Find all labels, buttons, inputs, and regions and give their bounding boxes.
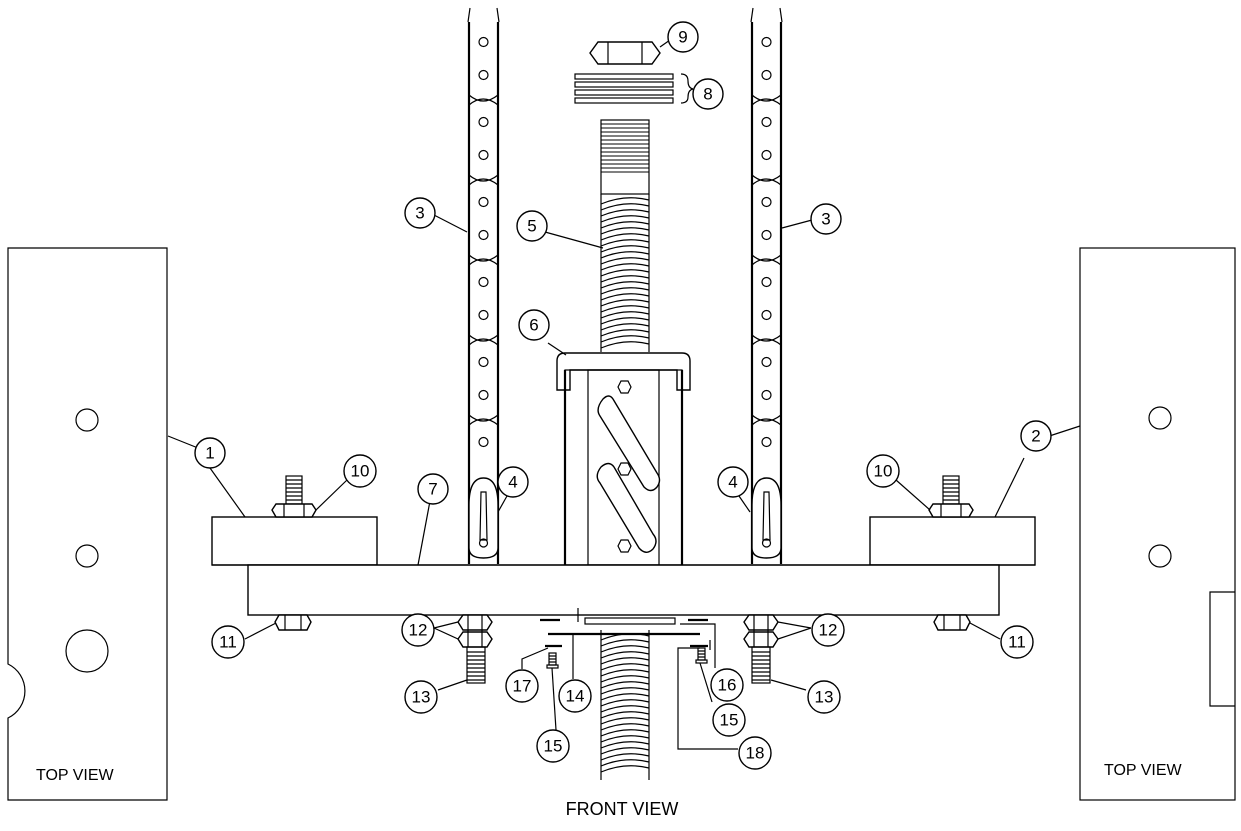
svg-text:12: 12 [409,621,428,640]
svg-text:10: 10 [351,462,370,481]
callout-3-right: 3 [810,203,842,235]
bearing-block-left [211,516,378,566]
screw-small-right [695,647,708,664]
svg-text:13: 13 [412,688,431,707]
callout-6: 6 [518,309,550,341]
bottom-nut-right [933,614,971,631]
svg-text:4: 4 [508,473,517,492]
bolt-left [466,646,486,684]
callout-1: 1 [194,437,226,469]
double-nut-left [457,614,493,648]
top-bolt-left [271,475,317,518]
washer-stack [574,73,694,104]
chain-right [750,7,783,564]
svg-text:9: 9 [678,28,687,47]
callout-12-right: 12 [811,613,845,647]
svg-text:8: 8 [703,85,712,104]
callout-14: 14 [558,679,592,713]
svg-text:1: 1 [205,444,214,463]
lead-screw-lower [600,630,650,780]
callout-4-right: 4 [717,466,749,498]
bottom-nut-left [274,614,312,631]
callout-13-right: 13 [807,680,841,714]
callout-9: 9 [667,21,699,53]
base-plate [247,564,1000,616]
lead-screw [600,119,650,352]
svg-text:11: 11 [219,633,237,652]
callout-8: 8 [692,78,724,110]
right-top-view-plate: TOP VIEW [1079,247,1236,801]
svg-text:5: 5 [527,217,536,236]
svg-text:11: 11 [1008,633,1026,652]
callout-16: 16 [710,668,744,702]
svg-text:3: 3 [415,204,424,223]
svg-text:13: 13 [815,688,834,707]
svg-text:16: 16 [718,676,737,695]
callout-15-left: 15 [536,729,570,763]
callout-10-right: 10 [866,454,900,488]
svg-text:12: 12 [819,621,838,640]
top-bolt-right [928,475,974,518]
callout-15-right: 15 [712,703,746,737]
callout-2: 2 [1020,420,1052,452]
callout-13-left: 13 [404,680,438,714]
svg-text:14: 14 [566,687,585,706]
chain-left [467,7,500,564]
hex-nut-top [589,41,661,65]
svg-text:15: 15 [720,711,739,730]
svg-text:6: 6 [529,316,538,335]
screw-small-left [546,652,559,669]
svg-text:15: 15 [544,737,563,756]
svg-text:3: 3 [821,210,830,229]
bolt-right [751,646,771,684]
svg-text:10: 10 [874,462,893,481]
svg-text:17: 17 [513,677,532,696]
callout-7: 7 [417,473,449,505]
svg-text:18: 18 [746,744,765,763]
svg-text:4: 4 [728,473,737,492]
callout-18: 18 [738,736,772,770]
callout-17: 17 [505,669,539,703]
front-view-caption: FRONT VIEW [566,799,679,819]
left-top-view-plate: TOP VIEW [7,247,168,801]
callout-10-left: 10 [343,454,377,488]
callout-5: 5 [516,210,548,242]
leader-lines [167,39,1081,750]
bearing-block-right [869,516,1036,566]
top-view-caption-left: TOP VIEW [36,767,115,784]
svg-text:7: 7 [428,480,437,499]
callout-11-right: 11 [1000,625,1034,659]
chain-link-right [751,477,782,559]
double-nut-right [743,614,779,648]
chain-link-left [468,477,499,559]
top-view-caption-right: TOP VIEW [1104,762,1183,779]
callout-11-left: 11 [211,625,245,659]
nut-block [556,352,691,566]
callout-4-left: 4 [497,466,529,498]
callout-12-left: 12 [401,613,435,647]
callout-3-left: 3 [404,197,436,229]
svg-text:2: 2 [1031,427,1040,446]
